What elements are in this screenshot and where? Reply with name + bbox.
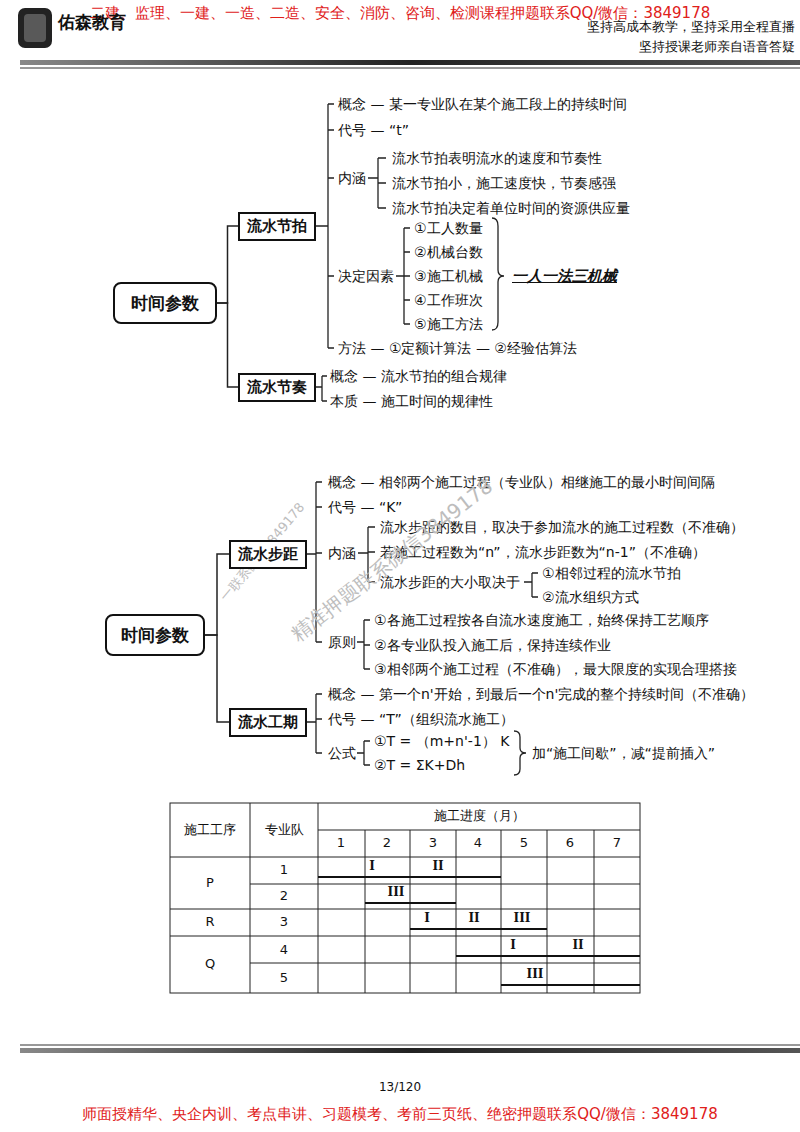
bar-label: I	[424, 911, 430, 925]
tree-connector	[205, 635, 229, 722]
table-cell: 7	[613, 835, 621, 851]
item-note: ②流水组织方式	[542, 589, 639, 606]
topic-box: 流水步距	[229, 540, 307, 569]
concept-note: 概念 — 流水节拍的组合规律	[330, 368, 507, 385]
bar-label: II	[468, 911, 479, 925]
slogan: 坚持高成本教学，坚持采用全程直播	[587, 19, 795, 35]
code-note: 代号 — “K”	[328, 499, 402, 516]
page-number: 13/120	[379, 1080, 421, 1094]
box-text: 时间参数	[131, 292, 199, 315]
bar-label: III	[514, 911, 531, 925]
table-cell: 3	[429, 835, 437, 851]
item-note: ③施工机械	[414, 268, 483, 285]
branch-label: 原则	[328, 634, 356, 651]
item-note: 流水节拍决定着单位时间的资源供应量	[392, 200, 630, 217]
table-cell: 6	[566, 835, 574, 851]
table-cell: R	[205, 914, 214, 930]
mnemonic: 一人一法三机械	[512, 267, 617, 285]
item-note: ①相邻过程的流水节拍	[542, 565, 681, 582]
bar-label: III	[388, 885, 405, 899]
box-text: 流水节奏	[247, 378, 307, 397]
concept-note: 概念 — 相邻两个施工过程（专业队）相继施工的最小时间间隔	[328, 474, 715, 491]
code-note: 代号 — “t”	[338, 122, 409, 139]
bar-label: I	[510, 938, 516, 952]
item-note: ①各施工过程按各自流水速度施工，始终保持工艺顺序	[374, 612, 709, 629]
logo-text: 佑森教育	[58, 12, 126, 32]
table-cell: 4	[280, 942, 288, 958]
item-note: ③相邻两个施工过程（不准确），最大限度的实现合理搭接	[374, 661, 737, 678]
item-note: 流水步距的大小取决于	[380, 574, 520, 591]
root-box: 时间参数	[113, 282, 217, 324]
table-header: 施工工序	[184, 822, 236, 838]
formula: ②T = ΣK+Dh	[374, 757, 465, 774]
branch-label: 内涵	[338, 170, 366, 187]
schedule-bars	[318, 877, 640, 985]
code-note: 代号 — “T”（组织流水施工）	[328, 711, 514, 728]
bar-label: II	[572, 938, 583, 952]
table-header: 专业队	[265, 822, 304, 838]
item-note: ②各专业队投入施工后，保持连续作业	[374, 637, 611, 654]
item-note: ②机械台数	[414, 244, 483, 261]
footer-banner: 师面授精华、央企内训、考点串讲、习题模考、考前三页纸、绝密押题联系QQ/微信：3…	[82, 1105, 717, 1123]
item-note: 流水节拍小，施工速度快，节奏感强	[392, 175, 616, 192]
item-note: ④工作班次	[414, 292, 483, 309]
branch-label: 公式	[328, 745, 356, 762]
table-cell: 1	[280, 862, 288, 878]
schedule-table	[170, 803, 640, 993]
bar-label: I	[369, 859, 375, 873]
table-cell: 1	[337, 835, 345, 851]
box-text: 流水节拍	[247, 217, 307, 236]
topic-box: 流水工期	[229, 708, 307, 737]
box-text: 流水工期	[238, 713, 298, 732]
table-header: 施工进度（月）	[434, 808, 525, 824]
table-cell: P	[206, 875, 214, 891]
box-text: 时间参数	[121, 624, 189, 647]
table-cell: 3	[280, 914, 288, 930]
method-note: 方法 — ①定额计算法 — ②经验估算法	[338, 340, 577, 357]
tree-connector	[217, 303, 238, 387]
table-cell: Q	[205, 956, 215, 972]
item-note: ①工人数量	[414, 220, 483, 237]
bar-label: III	[527, 967, 544, 981]
slogan: 坚持授课老师亲自语音答疑	[639, 39, 795, 55]
header-bar	[20, 60, 800, 65]
root-box: 时间参数	[105, 614, 205, 656]
table-cell: 2	[383, 835, 391, 851]
table-cell: 5	[280, 970, 288, 986]
essence-note: 本质 — 施工时间的规律性	[330, 393, 493, 410]
branch-label: 内涵	[328, 545, 356, 562]
footer-bar	[20, 1048, 800, 1053]
formula-note: 加“施工间歇”，减“提前插入”	[532, 745, 715, 762]
table-cell: 2	[280, 888, 288, 904]
topic-box: 流水节拍	[238, 212, 316, 241]
table-cell: 5	[520, 835, 528, 851]
branch-label: 决定因素	[338, 268, 394, 285]
table-cell: 4	[474, 835, 482, 851]
item-note: 流水节拍表明流水的速度和节奏性	[392, 150, 602, 167]
item-note: 若施工过程数为“n”，流水步距数为“n-1”（不准确）	[380, 544, 706, 561]
concept-note: 概念 — 某一专业队在某个施工段上的持续时间	[338, 96, 627, 113]
box-text: 流水步距	[238, 545, 298, 564]
tree-connector	[217, 226, 238, 303]
topic-box: 流水节奏	[238, 373, 316, 402]
logo-mark	[18, 8, 52, 48]
concept-note: 概念 — 第一个n'开始，到最后一个n'完成的整个持续时间（不准确）	[328, 686, 754, 703]
formula: ①T = （m+n'-1） K	[374, 733, 509, 750]
bar-label: II	[432, 859, 443, 873]
item-note: ⑤施工方法	[414, 316, 483, 333]
